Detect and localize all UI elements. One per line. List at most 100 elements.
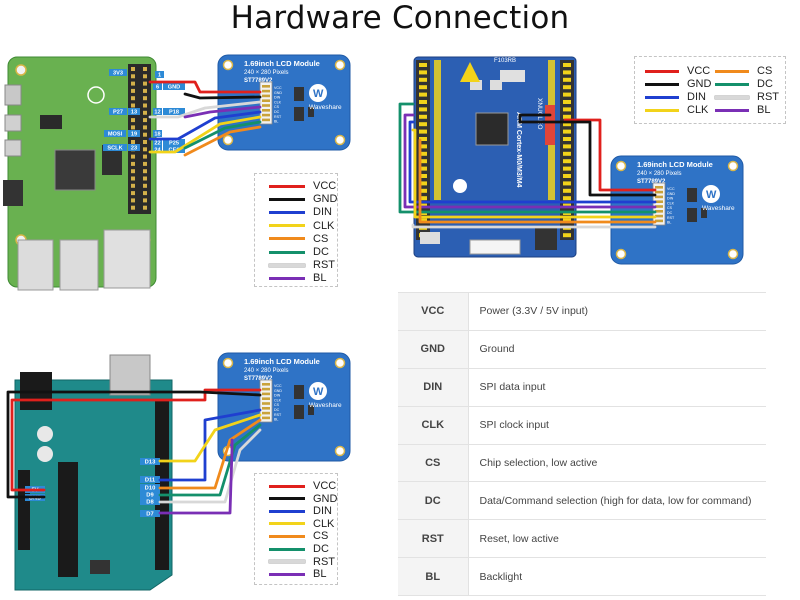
pin-name-cell: BL xyxy=(398,557,469,597)
legend-item: DC xyxy=(269,246,329,258)
legend-swatch xyxy=(645,82,679,86)
gpio-label: 23 xyxy=(131,146,137,152)
header-pin xyxy=(419,85,427,90)
lcd-pin-label: CS xyxy=(274,403,280,407)
legend-item: CS xyxy=(269,530,328,542)
legend-swatch xyxy=(269,263,305,267)
legend-swatch xyxy=(715,108,749,112)
gpio-pin xyxy=(131,183,135,188)
pin-name-cell: CLK xyxy=(398,406,469,445)
lcd-connector xyxy=(259,81,273,125)
pin-description-cell: SPI data input xyxy=(468,368,766,407)
stm32-chip-label: ARM Cortex-M0/M3/M4 xyxy=(515,112,522,188)
gpio-label: P25 xyxy=(169,141,179,147)
legend-label: CLK xyxy=(313,517,335,530)
legend-label: RST xyxy=(313,259,335,272)
header-pin xyxy=(563,196,571,201)
pin-name-cell: CS xyxy=(398,444,469,483)
gpio-pin xyxy=(143,110,147,115)
component xyxy=(294,385,304,399)
legend-swatch xyxy=(269,224,305,228)
lcd-pin-label: GND xyxy=(274,91,282,95)
mounting-hole xyxy=(222,59,234,71)
xnucleo-logo-icon xyxy=(460,62,480,82)
component xyxy=(308,405,314,415)
gpio-label: 1 xyxy=(158,73,161,79)
ram-chip xyxy=(102,145,122,175)
legend-swatch xyxy=(269,184,305,188)
power-jack xyxy=(535,228,557,250)
legend-swatch xyxy=(269,572,305,576)
header-pin xyxy=(419,70,427,75)
pin-description-cell: Data/Command selection (high for data, l… xyxy=(468,481,766,521)
header-pin xyxy=(563,188,571,193)
gpio-pin xyxy=(131,74,135,79)
component xyxy=(294,87,304,101)
pin-description-cell: Backlight xyxy=(468,557,766,597)
header-pin xyxy=(563,114,571,119)
waveshare-brand: Waveshare xyxy=(309,104,342,111)
stm32-model-label: F103RB xyxy=(494,58,516,64)
pin-header xyxy=(155,400,169,570)
arduino-pin-label: D7 xyxy=(146,512,153,518)
legend-label: DC xyxy=(313,543,329,555)
pin-description-cell: Ground xyxy=(468,330,766,369)
header-pin xyxy=(563,218,571,223)
lcd-resolution: 240 × 280 Pixels xyxy=(637,171,682,177)
gpio-label-bg xyxy=(153,108,162,115)
header-pin xyxy=(563,122,571,127)
connector-pin xyxy=(655,205,663,208)
waveshare-logo-mark: W xyxy=(313,88,324,100)
legend-item: DC xyxy=(269,543,329,555)
legend-label: RST xyxy=(757,91,779,103)
gpio-pin xyxy=(143,176,147,181)
gpio-pin xyxy=(143,198,147,203)
lcd-pin-label: VCC xyxy=(274,86,282,90)
gpio-pin xyxy=(143,125,147,130)
header-pin xyxy=(563,174,571,178)
gpio-label-bg xyxy=(153,139,162,146)
header-pin xyxy=(563,233,571,238)
gpio-label: GND xyxy=(168,85,180,91)
gpio-label: 22 xyxy=(154,141,160,147)
header-pin xyxy=(419,114,427,119)
legend-item: GND xyxy=(269,493,337,505)
header-pin xyxy=(419,63,427,67)
mounting-hole xyxy=(615,160,627,172)
gpio-pin xyxy=(131,67,135,71)
gpio-pin xyxy=(143,191,147,196)
connector-pin xyxy=(655,219,663,223)
connector-pin xyxy=(262,416,270,420)
component xyxy=(470,80,482,90)
waveshare-logo-mark: W xyxy=(706,189,717,201)
micro-hdmi-port xyxy=(4,139,22,157)
wire-cs xyxy=(158,418,262,490)
legend-swatch xyxy=(269,509,305,513)
legend-swatch xyxy=(269,250,305,254)
waveshare-logo-icon xyxy=(702,185,720,203)
legend-item: CLK xyxy=(269,220,334,232)
lcd-driver: ST7789V2 xyxy=(637,179,666,185)
header-pin xyxy=(563,181,571,186)
connector-pin xyxy=(262,109,270,112)
connector-pin xyxy=(655,214,663,218)
connector-pin xyxy=(262,397,270,400)
header-pin xyxy=(419,218,427,223)
arduino-pin-label: D9 xyxy=(146,493,154,499)
legend-label: DC xyxy=(757,78,773,90)
connector-pin xyxy=(262,94,270,98)
micro-hdmi-port xyxy=(4,114,22,132)
legend-item: VCC xyxy=(269,180,336,192)
lcd-pin-label: DC xyxy=(274,408,280,412)
raspberry-logo-icon xyxy=(87,86,105,104)
legend-item: BL xyxy=(715,104,770,116)
legend-item: GND xyxy=(645,78,711,90)
header-pin xyxy=(419,77,427,82)
mounting-hole xyxy=(334,445,346,457)
wire-bl xyxy=(403,113,657,209)
capacitor xyxy=(37,426,53,442)
legend-item: BL xyxy=(269,272,326,284)
